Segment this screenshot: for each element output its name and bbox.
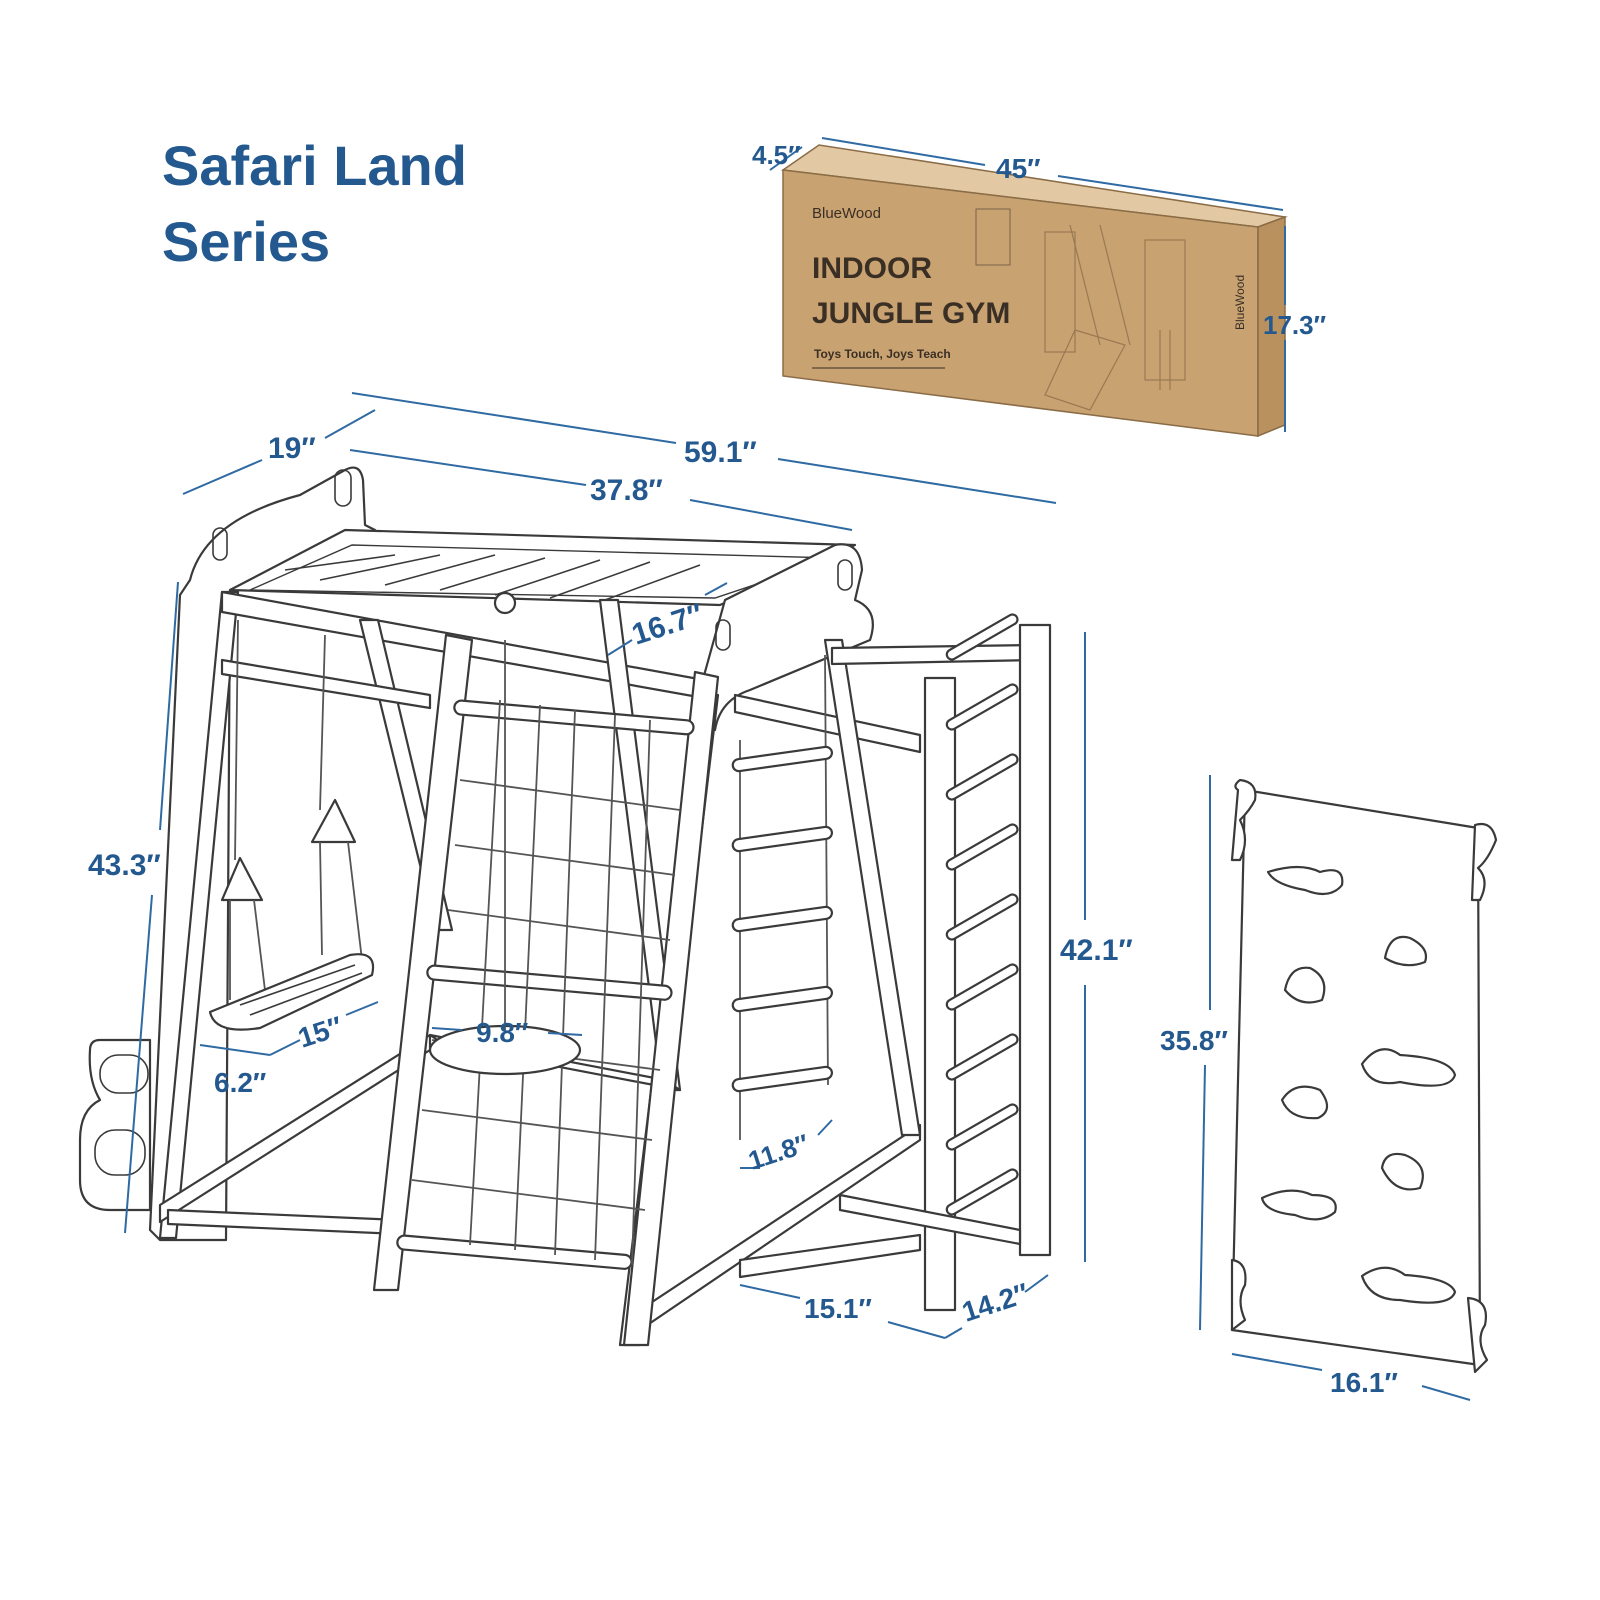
swing-handle-left	[220, 856, 264, 902]
wall-ladder-bottom-rail	[738, 1233, 922, 1279]
swing	[208, 619, 375, 1031]
ramp-hook-bottom-left	[1230, 1258, 1247, 1332]
hold-6	[1380, 1152, 1424, 1191]
wall-ladder-back-bottom-rail	[838, 1193, 1022, 1246]
box-depth-label: 4.5″	[752, 140, 801, 170]
ladder-length-label: 15.1″	[804, 1293, 872, 1324]
gym-total-length-label: 59.1″	[684, 436, 757, 469]
top-bar-right	[733, 693, 922, 754]
back-right-post	[823, 638, 922, 1137]
dimension-lines	[124, 137, 1471, 1401]
hold-5	[1280, 1085, 1329, 1120]
right-panel-handle-2	[715, 619, 731, 651]
gym-bar-width-label: 16.7″	[628, 598, 707, 652]
monkey-bars	[284, 554, 701, 601]
box-tagline: Toys Touch, Joys Teach	[814, 347, 951, 361]
climbing-ramp	[1230, 778, 1498, 1374]
title-line-1: Safari Land	[162, 134, 467, 197]
box-fsc-label	[975, 208, 1011, 266]
ramp-hook-top-left	[1230, 778, 1257, 862]
disc-swing-hook	[493, 591, 517, 615]
jungle-gym	[78, 466, 1052, 1347]
back-top-bar	[830, 643, 1037, 666]
page-title: Safari Land Series	[162, 128, 467, 280]
left-front-leg	[158, 590, 240, 1240]
wall-ladder-front-rail	[923, 676, 957, 1312]
gym-depth-label: 19″	[268, 432, 316, 465]
wall-ladder-back-rail	[1018, 623, 1052, 1257]
left-panel-handle	[334, 469, 352, 507]
ramp-hook-top-right	[1470, 822, 1498, 902]
box-gym-sketch	[1044, 224, 1186, 411]
hold-4	[1360, 1048, 1457, 1087]
gym-height-ladder-label: 42.1″	[1060, 934, 1133, 967]
gym-height-left-label: 43.3″	[88, 849, 161, 882]
gym-frame-length-label: 37.8″	[590, 474, 663, 507]
cargo-net-ladder	[372, 633, 720, 1347]
right-panel-handle	[837, 559, 853, 591]
ramp-hook-bottom-right	[1466, 1296, 1489, 1374]
title-line-2: Series	[162, 210, 331, 273]
wall-ladder-rungs	[945, 613, 1019, 1216]
swing-bar	[220, 658, 432, 710]
disc-diameter-label: 9.8″	[476, 1017, 528, 1048]
box-heading-1: INDOOR	[812, 252, 932, 285]
right-panel	[698, 543, 874, 732]
foot-block-hole-2	[94, 1129, 146, 1176]
hold-1	[1266, 865, 1344, 896]
ramp-holds	[1260, 865, 1457, 1304]
box-brand: BlueWood	[812, 205, 881, 222]
swing-length-label: 15″	[294, 1010, 346, 1053]
hold-3	[1283, 966, 1326, 1004]
box-heading-2: JUNGLE GYM	[812, 297, 1010, 330]
rope-ladder	[731, 654, 834, 1140]
foot-block-hole-1	[99, 1054, 149, 1094]
ramp-height-label: 35.8″	[1160, 1025, 1228, 1056]
box-height-label: 17.3″	[1263, 310, 1326, 340]
hold-8	[1360, 1266, 1457, 1304]
box-length-label: 45″	[996, 153, 1041, 184]
swing-seat	[208, 953, 375, 1031]
ladder-rail-left	[372, 633, 474, 1292]
ladder-rail-right	[622, 670, 720, 1347]
wall-ladder	[738, 613, 1052, 1312]
left-foot-block	[78, 1038, 152, 1212]
hold-7	[1260, 1189, 1337, 1221]
ramp-width-label: 16.1″	[1330, 1367, 1398, 1398]
left-panel-handle-2	[212, 527, 228, 561]
swing-width-label: 6.2″	[214, 1067, 266, 1098]
ladder-depth-label: 14.2″	[958, 1277, 1032, 1327]
swing-handle-right	[310, 798, 357, 844]
packaging-box: BlueWood INDOOR JUNGLE GYM Toys Touch, J…	[780, 144, 1288, 438]
hold-2	[1383, 935, 1428, 967]
box-side-brand: BlueWood	[1233, 275, 1247, 330]
rope-ladder-width-label: 11.8″	[745, 1128, 813, 1176]
cargo-net	[411, 699, 681, 1266]
